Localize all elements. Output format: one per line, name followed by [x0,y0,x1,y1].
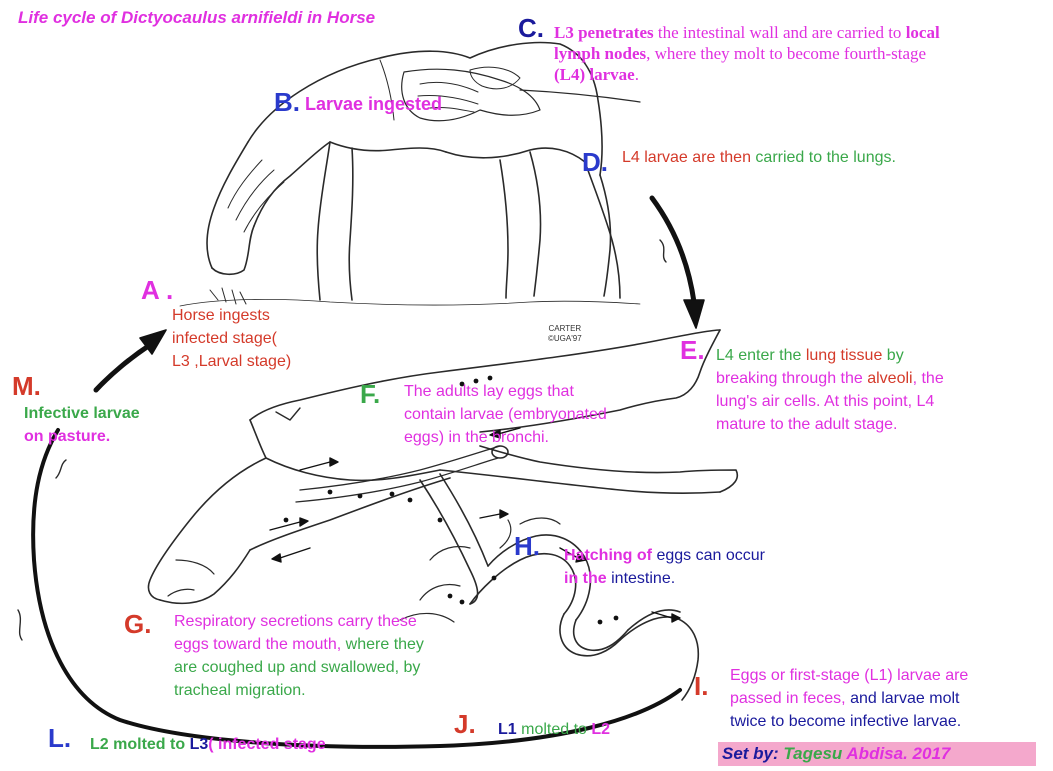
step-m-line2: on pasture. [24,425,140,448]
step-e-t1: L4 enter the [716,347,806,364]
step-i-letter: I. [694,672,708,700]
step-e-t2: lung tissue [806,347,883,364]
step-c-t4: lymph nodes [554,44,646,63]
step-h-t4: intestine. [607,570,675,587]
step-a-text: Horse ingests infected stage( L3 ,Larval… [172,304,291,373]
step-c-text: L3 penetrates the intestinal wall and ar… [554,22,1049,85]
step-i-line1: Eggs or first-stage (L1) larvae are [730,667,968,684]
step-j-t2: molted to [517,721,592,738]
step-a-line3: L3 ,Larval stage) [172,350,291,373]
step-e-letter: E. [680,336,705,364]
step-l-t3: ( infected stage [208,736,325,753]
step-c-t5: , where they molt to become fourth-stage [646,44,926,63]
step-j-text: L1 molted to L2 [498,718,610,741]
step-a-line1: Horse ingests [172,304,291,327]
step-b-letter: B. [274,88,300,116]
step-l-letter: L. [48,724,71,752]
step-j-t1: L1 [498,721,517,738]
step-c-t3: local [906,23,940,42]
step-h-t3: in the [564,570,607,587]
step-a-line2: infected stage( [172,327,291,350]
credit-year: 2017 [913,744,951,763]
step-e-t4: breaking through the [716,370,867,387]
step-g-t2: eggs toward the mouth, [174,636,341,653]
step-g-t3: where they [341,636,424,653]
diagram-title: Life cycle of Dictyocaulus arnifieldi in… [18,8,375,28]
step-m-line1: Infective larvae [24,402,140,425]
step-j-letter: J. [454,710,476,738]
step-a-letter: A . [141,276,173,304]
step-m-text: Infective larvae on pasture. [24,402,140,448]
step-f-text: The adults lay eggs that contain larvae … [404,380,607,449]
step-d-letter: D. [582,148,608,176]
step-f-line2: contain larvae (embryonated [404,403,607,426]
arrow-to-horse [96,345,150,390]
step-g-letter: G. [124,610,151,638]
step-d-t1: L4 larvae are then [622,149,755,166]
step-c-letter: C. [518,14,544,42]
credit-banner: Set by: Tagesu Abdisa. 2017 [718,742,1036,766]
step-g-t1: Respiratory secretions carry these [174,613,417,630]
step-f-line1: The adults lay eggs that [404,380,607,403]
step-f-line3: eggs) in the bronchi. [404,426,607,449]
step-h-letter: H. [514,532,540,560]
step-j-t3: L2 [591,721,610,738]
step-c-t7: . [635,65,639,84]
step-d-text: L4 larvae are then carried to the lungs. [622,146,896,169]
step-e-t7: lung's air cells. At this point, L4 [716,393,934,410]
credit-last-name: Abdisa. [846,744,907,763]
step-g-text: Respiratory secretions carry these eggs t… [174,610,524,702]
step-e-t3: by [882,347,903,364]
step-c-t6: (L4) larvae [554,65,635,84]
step-e-text: L4 enter the lung tissue by breaking thro… [716,344,1046,436]
step-b-text: Larvae ingested [305,93,442,116]
step-f-letter: F. [360,380,380,408]
step-l-t1: L2 molted to [90,736,190,753]
step-g-t4: are coughed up and swallowed, by [174,659,420,676]
step-e-t5: alveoli [867,370,912,387]
step-l-t2: L3 [190,736,209,753]
step-l-text: L2 molted to L3( infected stage [90,733,326,756]
step-h-text: Hatching of eggs can occur in the intesti… [564,544,765,590]
step-m-letter: M. [12,372,41,400]
step-i-t3: and larvae molt [846,690,960,707]
horse-stamp-line1: CARTER [548,324,582,334]
step-e-t8: mature to the adult stage. [716,416,897,433]
step-i-t2: passed in feces, [730,690,846,707]
step-c-t2: the intestinal wall and are carried to [654,23,906,42]
horse-stamp-line2: ©UGA'97 [548,334,582,344]
step-i-text: Eggs or first-stage (L1) larvae are passe… [730,664,1048,733]
step-h-t2: eggs can occur [652,547,765,564]
step-i-line3: twice to become infective larvae. [730,713,961,730]
step-c-t1: L3 penetrates [554,23,654,42]
step-h-t1: Hatching of [564,547,652,564]
step-d-t2: carried to the lungs. [755,149,896,166]
credit-label: Set by: [722,744,779,763]
horse-stamp: CARTER ©UGA'97 [548,324,582,344]
step-e-t6: , the [913,370,944,387]
credit-first-name: Tagesu [783,744,842,763]
arrow-to-lungs [652,198,694,302]
step-g-t5: tracheal migration. [174,682,306,699]
